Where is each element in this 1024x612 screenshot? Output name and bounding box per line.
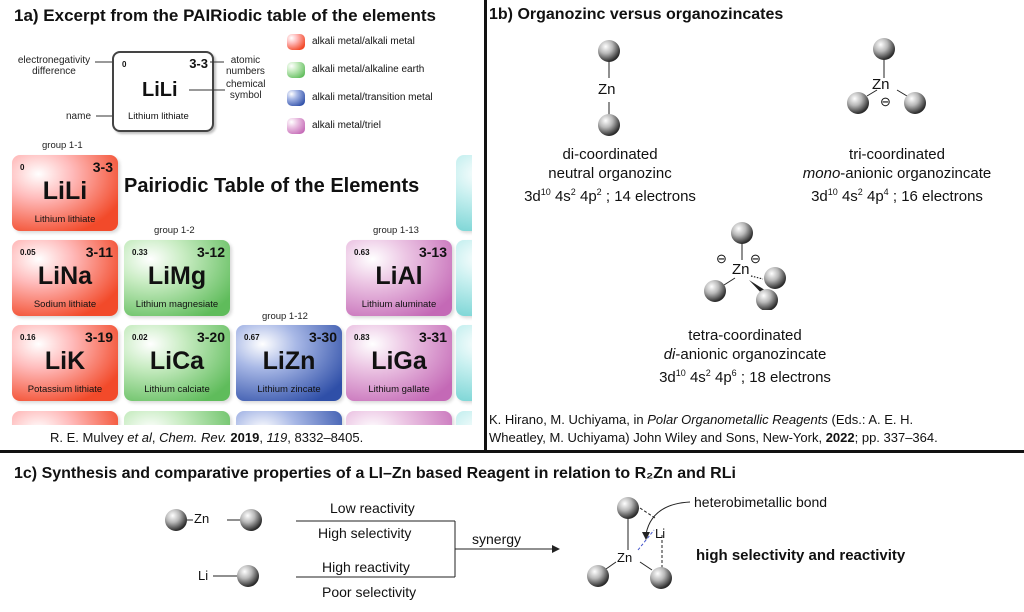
- charge-icon: ⊖: [880, 94, 891, 109]
- tetra-config: 3d10 4s2 4p6 ; 18 electrons: [659, 368, 831, 386]
- label-chemical-symbol: chemical symbol: [226, 79, 266, 101]
- tile-partial: [124, 411, 230, 425]
- charge-icon: ⊖: [750, 251, 761, 266]
- tile-LiGa: 0.83 3-31 LiGa Lithium gallate: [346, 325, 452, 401]
- tile-LiK: 0.16 3-19 LiK Potassium lithiate: [12, 325, 118, 401]
- ligand-ball: [598, 40, 620, 62]
- tile-partial: [236, 411, 342, 425]
- tile-partial: [456, 325, 472, 401]
- key-tile-symbol: LiLi: [142, 79, 178, 101]
- legend-label: alkali metal/transition metal: [312, 92, 433, 103]
- ligand-ball: [598, 114, 620, 136]
- tetra-caption: tetra-coordinated di-anionic organozinca…: [630, 326, 860, 387]
- ligand-ball: [165, 509, 187, 531]
- di-caption: di-coordinated neutral organozinc 3d10 4…: [510, 145, 710, 206]
- ligand-ball: [847, 92, 869, 114]
- ligand-ball: [617, 497, 639, 519]
- zn-label-tetra: Zn: [732, 261, 750, 278]
- tri-caption: tri-coordinated mono-anionic organozinca…: [770, 145, 1024, 206]
- ligand-ball: [731, 222, 753, 244]
- li-label-product: Li: [655, 526, 666, 541]
- label-high-reactivity: High reactivity: [322, 559, 410, 575]
- synergy-scheme: [165, 497, 691, 589]
- key-tile-en: 0: [122, 60, 127, 69]
- panel-a-title: 1a) Excerpt from the PAIRiodic table of …: [14, 6, 436, 25]
- tile-partial: [12, 411, 118, 425]
- tile-LiNa: 0.05 3-11 LiNa Sodium lithiate: [12, 240, 118, 316]
- label-high-selectivity: High selectivity: [318, 525, 412, 541]
- zn-label-product: Zn: [617, 550, 633, 565]
- legend-swatch-green: [287, 62, 305, 78]
- key-tile: 0 3-3 LiLi Lithium lithiate: [112, 51, 214, 132]
- ligand-ball: [756, 289, 778, 310]
- ligand-ball: [764, 267, 786, 289]
- li-label-rli: Li: [198, 568, 209, 583]
- legend-label: alkali metal/alkali metal: [312, 36, 415, 47]
- legend-swatch-red: [287, 34, 305, 50]
- label-synergy: synergy: [472, 531, 522, 547]
- group-label: group 1-1: [42, 140, 83, 151]
- arrow-head: [552, 545, 560, 553]
- panel-c-title: 1c) Synthesis and comparative properties…: [14, 465, 736, 482]
- legend-swatch-pink: [287, 118, 305, 134]
- label-low-reactivity: Low reactivity: [330, 500, 415, 516]
- tile-partial: [456, 240, 472, 316]
- label-electronegativity: electronegativity difference: [17, 55, 91, 77]
- tile-partial: [456, 411, 472, 425]
- tri-coordinated-molecule: [847, 38, 926, 114]
- zn-label-di: Zn: [598, 81, 616, 98]
- label-name: name: [66, 111, 92, 122]
- di-coordinated-molecule: [598, 40, 620, 136]
- label-atomic-numbers: atomic numbers: [226, 55, 265, 77]
- label-poor-selectivity: Poor selectivity: [322, 584, 417, 600]
- legend-label: alkali metal/alkaline earth: [312, 64, 425, 75]
- ligand-ball: [240, 509, 262, 531]
- curved-arrow: [645, 501, 691, 535]
- tile-partial: [346, 411, 452, 425]
- zn-label-r2zn: Zn: [194, 511, 210, 526]
- tri-config: 3d10 4s2 4p4 ; 16 electrons: [811, 187, 983, 205]
- ligand-ball: [704, 280, 726, 302]
- charge-icon: ⊖: [716, 251, 727, 266]
- molecule-diagrams: [598, 38, 926, 310]
- ligand-ball: [873, 38, 895, 60]
- label-result: high selectivity and reactivity: [696, 547, 906, 564]
- legend-label: alkali metal/triel: [312, 120, 381, 131]
- ligand-ball: [587, 565, 609, 587]
- tile-LiZn: 0.67 3-30 LiZn Lithium zincate: [236, 325, 342, 401]
- pairiodic-table-title: Pairiodic Table of the Elements: [124, 175, 420, 197]
- vertical-divider: [484, 0, 487, 450]
- tile-LiCa: 0.02 3-20 LiCa Lithium calciate: [124, 325, 230, 401]
- horizontal-divider: [0, 450, 1024, 453]
- panel-b-title: 1b) Organozinc versus organozincates: [489, 6, 784, 23]
- reference-a: R. E. Mulvey et al, Chem. Rev. 2019, 119…: [50, 430, 364, 445]
- group-label: group 1-2: [154, 225, 195, 236]
- tile-LiMg: 0.33 3-12 LiMg Lithium magnesiate: [124, 240, 230, 316]
- label-heterobimetallic-bond: heterobimetallic bond: [694, 494, 828, 510]
- ligand-ball: [650, 567, 672, 589]
- reference-b: K. Hirano, M. Uchiyama, in Polar Organom…: [489, 412, 938, 445]
- table-clip-bottom: [0, 411, 472, 425]
- tile-partial: [456, 155, 472, 231]
- ligand-ball: [237, 565, 259, 587]
- ligand-ball: [904, 92, 926, 114]
- zn-label-tri: Zn: [872, 76, 890, 93]
- key-tile-an: 3-3: [189, 56, 208, 71]
- key-tile-name: Lithium lithiate: [128, 111, 189, 122]
- tile-LiAl: 0.63 3-13 LiAl Lithium aluminate: [346, 240, 452, 316]
- key-connectors: [95, 61, 225, 117]
- group-label: group 1-12: [262, 311, 308, 322]
- table-clip-right: [456, 155, 472, 411]
- tetra-coordinated-molecule: [704, 222, 786, 310]
- di-config: 3d10 4s2 4p2 ; 14 electrons: [524, 187, 696, 205]
- legend-swatch-blue: [287, 90, 305, 106]
- group-label: group 1-13: [373, 225, 419, 236]
- tile-LiLi: 0 3-3 LiLi Lithium lithiate: [12, 155, 118, 231]
